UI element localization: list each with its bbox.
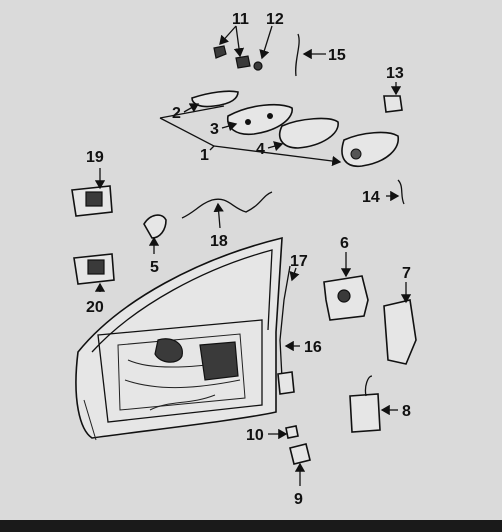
motor-8-wire (364, 375, 373, 397)
label-19: 19 (86, 149, 104, 166)
part-10 (285, 425, 299, 439)
label-10: 10 (246, 427, 264, 444)
label-8: 8 (402, 403, 411, 420)
label-11: 11 (232, 11, 249, 28)
label-12: 12 (266, 11, 284, 28)
label-7: 7 (402, 265, 411, 282)
label-20: 20 (86, 299, 104, 316)
callout-labels: 11 12 15 13 2 3 1 4 14 19 20 5 18 17 16 … (86, 11, 411, 508)
label-13: 13 (386, 65, 404, 82)
latch-6-hub (337, 289, 351, 303)
motor-8 (349, 393, 381, 433)
label-14: 14 (362, 189, 380, 206)
part-9 (289, 443, 311, 465)
fasteners-11-12 (213, 45, 263, 71)
label-5: 5 (150, 259, 159, 276)
rod-17-16 (279, 265, 291, 379)
bottom-border-bar (0, 520, 502, 532)
outside-handle-assembly (191, 90, 399, 167)
label-18: 18 (210, 233, 228, 250)
hinge-19-pin (85, 191, 103, 207)
label-1: 1 (200, 147, 209, 164)
bracket-13 (383, 95, 403, 113)
label-6: 6 (340, 235, 349, 252)
cable-18 (181, 191, 273, 219)
clip-14 (397, 179, 405, 205)
door-frame (75, 236, 283, 441)
check-5 (143, 214, 167, 239)
label-9: 9 (294, 491, 303, 508)
label-17: 17 (290, 253, 308, 270)
hinge-20-pin (87, 259, 105, 275)
label-3: 3 (210, 121, 219, 138)
label-4: 4 (256, 141, 265, 158)
label-2: 2 (172, 105, 181, 122)
actuator-7 (383, 299, 417, 365)
lock-cylinder-16 (277, 371, 295, 395)
label-15: 15 (328, 47, 346, 64)
rod-15 (295, 33, 300, 77)
label-16: 16 (304, 339, 322, 356)
leader-lines (94, 25, 412, 486)
